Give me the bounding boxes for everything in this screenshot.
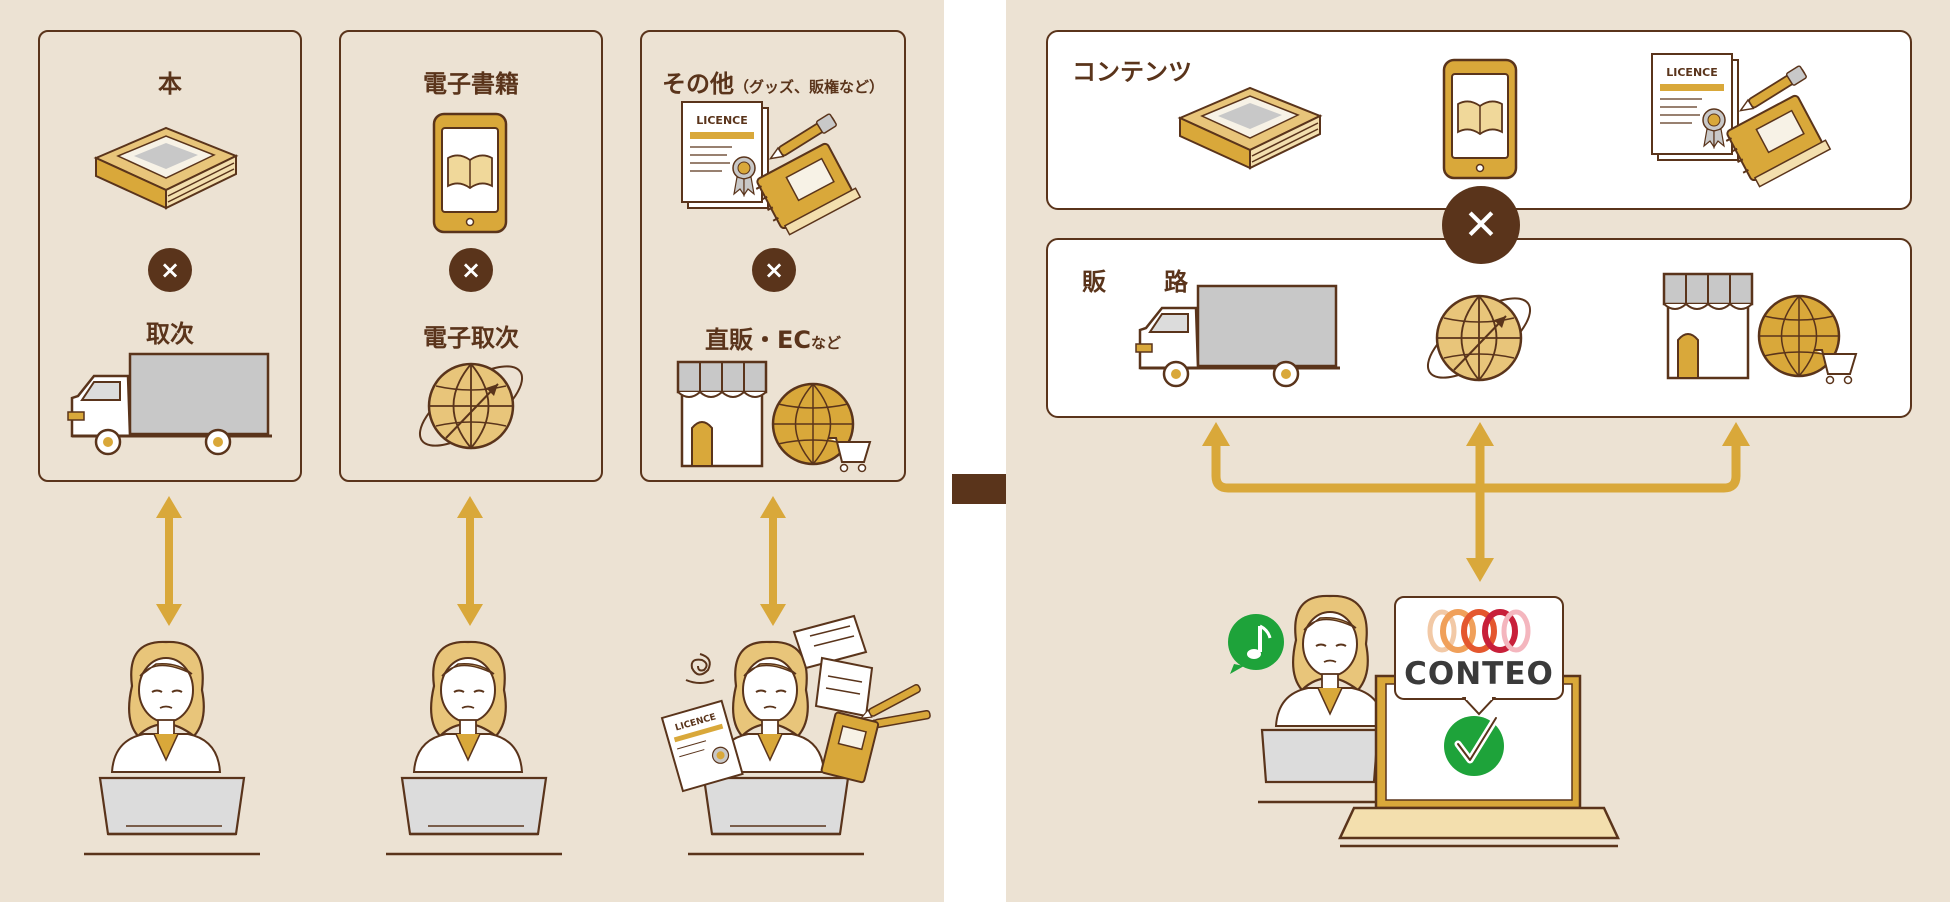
globe-icon bbox=[1414, 282, 1544, 394]
column-other-title-main: その他 bbox=[661, 70, 734, 98]
times-icon: × bbox=[752, 248, 796, 292]
scribble-icon bbox=[685, 653, 715, 684]
column-book-box bbox=[38, 30, 302, 482]
conteo-brand: CONTEO bbox=[1404, 656, 1554, 692]
contents-label: コンテンツ bbox=[1072, 58, 1192, 86]
truck-icon bbox=[1134, 284, 1342, 388]
licence-icon bbox=[681, 101, 862, 240]
double-arrow-icon bbox=[760, 496, 786, 626]
connector-arrows-icon bbox=[1202, 422, 1750, 582]
conteo-logo-icon bbox=[1427, 609, 1531, 653]
shop-icon bbox=[676, 360, 872, 473]
bubble-tail-icon bbox=[1461, 696, 1497, 716]
licence-icon: LICENCE bbox=[660, 699, 744, 793]
channel-label-b: 路 bbox=[1164, 268, 1188, 296]
conteo-bubble: CONTEO bbox=[1394, 596, 1564, 700]
column-other-channel-note: など bbox=[811, 334, 842, 352]
pen-icon bbox=[859, 684, 921, 719]
column-other-title: その他（グッズ、販権など） bbox=[640, 64, 906, 99]
person-icon bbox=[110, 640, 222, 774]
paper-icon bbox=[792, 614, 868, 670]
music-note-icon bbox=[1228, 614, 1284, 674]
column-ebook-box bbox=[339, 30, 603, 482]
column-ebook-channel: 電子取次 bbox=[423, 324, 519, 352]
channel-label-a: 販 bbox=[1082, 268, 1106, 296]
column-other-box bbox=[640, 30, 906, 482]
double-arrow-icon bbox=[457, 496, 483, 626]
column-book-channel: 取次 bbox=[146, 320, 194, 348]
book-icon bbox=[1179, 87, 1321, 169]
notebook-icon bbox=[820, 711, 880, 784]
tablet-icon bbox=[1442, 58, 1518, 180]
times-icon: × bbox=[449, 248, 493, 292]
truck-icon bbox=[66, 352, 274, 456]
times-icon: × bbox=[148, 248, 192, 292]
laptop-icon bbox=[82, 776, 262, 856]
book-icon bbox=[95, 127, 237, 209]
laptop-icon bbox=[1258, 728, 1388, 804]
column-book-title: 本 bbox=[158, 70, 182, 98]
shop-icon bbox=[1662, 272, 1858, 385]
times-icon: ✕ bbox=[1442, 186, 1520, 264]
double-arrow-icon bbox=[156, 496, 182, 626]
tablet-icon bbox=[432, 112, 508, 234]
person-icon bbox=[412, 640, 524, 774]
check-icon bbox=[1444, 714, 1504, 776]
column-ebook-title: 電子書籍 bbox=[423, 70, 519, 98]
licence-icon bbox=[1651, 53, 1832, 192]
column-other-channel: 直販・ECなど bbox=[640, 320, 906, 355]
column-other-channel-main: 直販・EC bbox=[704, 326, 811, 354]
globe-icon bbox=[406, 350, 536, 462]
column-other-title-note: （グッズ、販権など） bbox=[733, 78, 884, 96]
laptop-icon bbox=[384, 776, 564, 856]
